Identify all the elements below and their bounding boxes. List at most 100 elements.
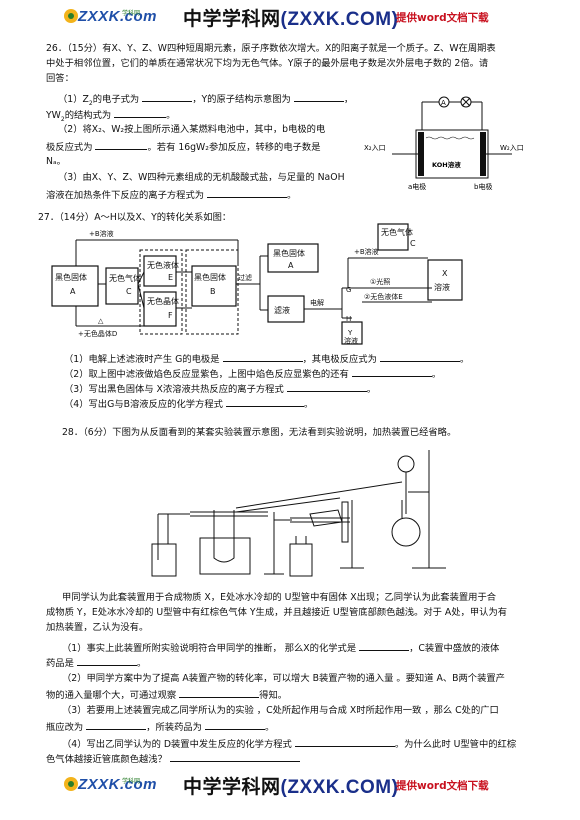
- logo-icon: [64, 9, 78, 23]
- q27-1-b: ，其电极反应式为: [302, 354, 377, 365]
- electrolysis-label: 电解: [310, 298, 324, 307]
- q26-line8: Nₐ。: [46, 156, 66, 167]
- top-header: ZXXK.com 学科网 中学学科网(ZXXK.COM) 提供word文档下载: [0, 0, 580, 36]
- answer-blank[interactable]: [222, 352, 303, 362]
- q28-3-d: 。: [264, 722, 275, 733]
- q28-s1: （1）事实上此装置所附实验说明符合甲同学的推断， 那么X的化学式是 ，C装置中盛…: [62, 641, 499, 655]
- q26-line7: 极反应式为 。若有 16gW₂参加反应，转移的电子数是: [46, 140, 321, 154]
- q26-1-d: ，: [343, 94, 354, 105]
- answer-blank[interactable]: [207, 188, 288, 198]
- q26-line3: 回答：: [46, 73, 74, 84]
- q27-q1: （1）电解上述滤液时产生 G的电极是 ，其电极反应式为 。: [64, 352, 469, 366]
- filtrate: 滤液: [274, 305, 290, 315]
- q27-4-a: （4）写出G与B溶液反应的化学方程式: [64, 399, 223, 410]
- q26-1-c: ，Y的原子结构示意图为: [192, 94, 291, 105]
- q27-1-a: （1）电解上述滤液时产生 G的电极是: [64, 354, 220, 365]
- download-link[interactable]: 提供word文档下载: [396, 12, 489, 24]
- q28-1-d: 。: [136, 658, 147, 669]
- answer-blank[interactable]: [225, 397, 304, 407]
- q26-line2: 中处于相邻位置，它们的单质在通常状况下均为无色气体。Y原子的最外层电子数是次外层…: [46, 58, 489, 69]
- logo-icon: [64, 777, 78, 791]
- q26-line5: YW2的结构式为 。: [46, 108, 176, 123]
- q26-line6: （2）将X₂、W₂按上图所示通入某燃料电池中，其中，b电极的电: [58, 124, 326, 135]
- q27-4-b: 。: [303, 399, 314, 410]
- black-solid-a-2: A: [70, 287, 76, 296]
- h-label: H: [346, 315, 351, 323]
- q26-1-g: 。: [166, 110, 176, 121]
- q28-s4: （4）写出乙同学认为的 D装置中发生反应的化学方程式 。为什么此时 U型管中的红…: [62, 737, 516, 751]
- ammeter-icon: [438, 96, 450, 108]
- answer-blank[interactable]: [86, 720, 147, 730]
- black-solid-a-right-2: A: [288, 261, 294, 270]
- black-solid-b: 黑色固体: [194, 272, 226, 282]
- answer-blank[interactable]: [76, 656, 137, 666]
- q27-2-b: 。: [431, 369, 442, 380]
- q28-title: 28．（6分）下图为从反面看到的某套实验装置示意图，无法看到实验说明，加热装置已…: [62, 427, 457, 438]
- left-inlet-label: X₂入口: [364, 144, 386, 152]
- y-solution-2: 溶液: [344, 336, 358, 345]
- q28-2-b: 物的通入量哪个大，可通过观察: [46, 690, 177, 701]
- delta-label: △: [98, 317, 104, 325]
- q28-3-c: ，所装药品为: [146, 722, 202, 733]
- logo[interactable]: ZXXK.com: [78, 8, 158, 25]
- logo[interactable]: ZXXK.com: [78, 776, 158, 793]
- q26-line9: （3）由X、Y、Z、W四种元素组成的无机酸酸式盐，与足量的 NaOH: [58, 172, 345, 183]
- site-en: (ZXXK.COM): [280, 777, 399, 798]
- q27-2-a: （2）取上图中滤液做焰色反应显紫色，上图中焰色反应显紫色的还有: [64, 369, 349, 380]
- answer-blank[interactable]: [351, 367, 432, 377]
- logo-sub: 学科网: [122, 778, 141, 785]
- site-cn: 中学学科网: [183, 776, 281, 798]
- b-solution-top-label: +B溶液: [89, 229, 114, 238]
- download-link[interactable]: 提供word文档下载: [396, 780, 489, 792]
- site-title[interactable]: 中学学科网(ZXXK.COM): [183, 772, 398, 799]
- answer-blank[interactable]: [293, 92, 344, 102]
- q27-1-c: 。: [459, 354, 470, 365]
- q27-3-b: 。: [366, 384, 377, 395]
- answer-blank[interactable]: [179, 688, 260, 698]
- ammeter-label: A: [441, 99, 446, 107]
- gas-c-2: C: [126, 287, 132, 296]
- answer-blank[interactable]: [169, 752, 300, 762]
- answer-blank[interactable]: [294, 737, 395, 747]
- site-title[interactable]: 中学学科网(ZXXK.COM): [183, 4, 398, 31]
- q28-p2: 成物质 Y，E处冰水冷却的 U型管中有红棕色气体 Y生成，并且越接近 U型管底部…: [46, 607, 508, 618]
- answer-blank[interactable]: [359, 641, 410, 651]
- bottom-header: ZXXK.com 学科网 中学学科网(ZXXK.COM) 提供word文档下载: [0, 768, 580, 804]
- liquid-e: 无色液体: [147, 260, 179, 270]
- black-solid-a: 黑色固体: [55, 272, 87, 282]
- b-solution-right-label: +B溶液: [354, 247, 379, 256]
- q27-q3: （3）写出黑色固体与 X浓溶液共热反应的离子方程式 。: [64, 382, 376, 396]
- answer-blank[interactable]: [286, 382, 367, 392]
- q26-line1: 26．（15分）有X、Y、Z、W四种短周期元素，原子序数依次增大。X的阳离子就是…: [46, 43, 496, 54]
- q26-1-e: YW: [46, 110, 61, 121]
- electrode-b: [480, 132, 486, 176]
- q26-3-b: 。: [287, 190, 297, 201]
- q27-title: 27．（14分）A～H以及X、Y的转化关系如图：: [38, 212, 232, 223]
- q28-3-b: 瓶应改为: [46, 722, 84, 733]
- q28-4-a: （4）写出乙同学认为的 D装置中发生反应的化学方程式: [62, 739, 292, 750]
- black-solid-a-right: 黑色固体: [273, 248, 305, 258]
- q26-2-a: 极反应式为: [46, 142, 93, 153]
- site-cn: 中学学科网: [183, 8, 281, 30]
- answer-blank[interactable]: [204, 720, 265, 730]
- q26-line10: 溶液在加热条件下反应的离子方程式为 。: [46, 188, 296, 202]
- q28-s2: （2）甲同学方案中为了提高 A装置产物的转化率，可以增大 B装置产物的通入量 。…: [62, 673, 505, 684]
- black-solid-b-2: B: [210, 287, 216, 296]
- gas-c: 无色气体: [109, 273, 141, 283]
- answer-blank[interactable]: [114, 108, 167, 118]
- crystal-f: 无色晶体: [147, 296, 179, 306]
- q27-q2: （2）取上图中滤液做焰色反应显紫色，上图中焰色反应显紫色的还有 。: [64, 367, 441, 381]
- q28-apparatus-diagram: F E D C B A: [151, 450, 446, 577]
- site-en: (ZXXK.COM): [280, 9, 399, 30]
- filter-label: 过滤: [238, 273, 252, 282]
- q28-1-a: （1）事实上此装置所附实验说明符合甲同学的推断， 那么X的化学式是: [62, 643, 357, 654]
- answer-blank[interactable]: [142, 92, 193, 102]
- answer-blank[interactable]: [95, 140, 148, 150]
- right-inlet-label: W₂入口: [500, 144, 524, 152]
- q26-1-b: 的电子式为: [92, 94, 140, 105]
- crystal-f-2: F: [168, 311, 173, 320]
- gas-c-top-2: C: [410, 239, 416, 248]
- answer-blank[interactable]: [379, 352, 460, 362]
- q28-s3: （3）若要用上述装置完成乙同学所认为的实验 ，C处所起作用与合成 X时所起作用一…: [62, 705, 499, 716]
- q28-1-c: 药品是: [46, 658, 74, 669]
